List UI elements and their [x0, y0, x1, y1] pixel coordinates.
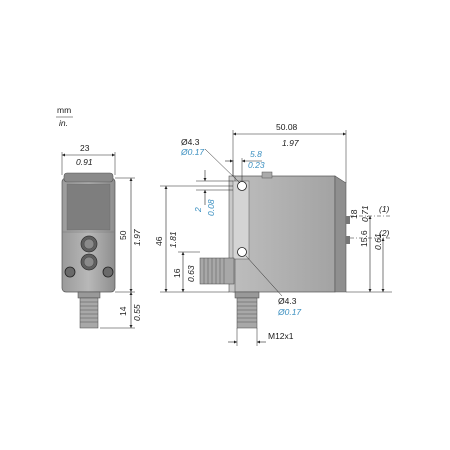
connector-length-in: 0.55: [132, 304, 142, 321]
lens2-mm: 15.6: [359, 230, 369, 247]
side-connector-horizontal: [199, 257, 235, 285]
units-legend: mm in.: [56, 105, 73, 128]
front-connector: [79, 297, 99, 329]
unit-mm: mm: [57, 105, 71, 115]
side-height-in: 1.81: [168, 231, 178, 248]
side-length-in: 1.97: [282, 138, 299, 148]
callout-1: (1): [379, 204, 390, 214]
base-in: 0.63: [186, 265, 196, 282]
lens1-in: 0.71: [360, 205, 370, 222]
mount-hole-right: [102, 266, 114, 278]
offset-in: 0.23: [248, 160, 265, 170]
front-height-in: 1.97: [132, 229, 142, 246]
side-hole-top: [237, 181, 247, 191]
front-height-mm: 50: [118, 230, 128, 240]
connector-length-mm: 14: [118, 306, 128, 316]
front-window: [66, 183, 111, 231]
bottom-hole-dia-mm: Ø4.3: [278, 296, 297, 306]
side-view: 50.08 1.97 Ø4.3 Ø0.17 5.8 0.23 2 0.08 46…: [154, 122, 392, 346]
base-mm: 16: [172, 268, 182, 278]
side-height-mm: 46: [154, 236, 164, 246]
lens1-mm: 18: [349, 209, 359, 219]
slot-in: 0.08: [206, 199, 216, 216]
unit-in: in.: [59, 118, 68, 128]
top-hole-dia-mm: Ø4.3: [181, 137, 200, 147]
slot-mm: 2: [193, 207, 203, 213]
bottom-hole-dia-in: Ø0.17: [277, 307, 301, 317]
lens2-in: 0.61: [373, 233, 383, 250]
mount-hole-left: [64, 266, 76, 278]
thread-spec: M12x1: [268, 331, 294, 341]
front-width-mm: 23: [80, 143, 90, 153]
side-hole-bottom: [237, 247, 247, 257]
offset-mm: 5.8: [250, 149, 262, 159]
bracket-plate: [232, 180, 250, 260]
side-connector-vertical: [236, 297, 258, 329]
front-top-cap: [63, 172, 114, 183]
top-hole-dia-in: Ø0.17: [180, 147, 204, 157]
side-body: [232, 175, 336, 293]
front-width-in: 0.91: [76, 157, 93, 167]
side-length-mm: 50.08: [276, 122, 298, 132]
front-view: 23 0.91 50 1.97 14 0.55: [61, 143, 142, 329]
callout-2: (2): [379, 228, 390, 238]
